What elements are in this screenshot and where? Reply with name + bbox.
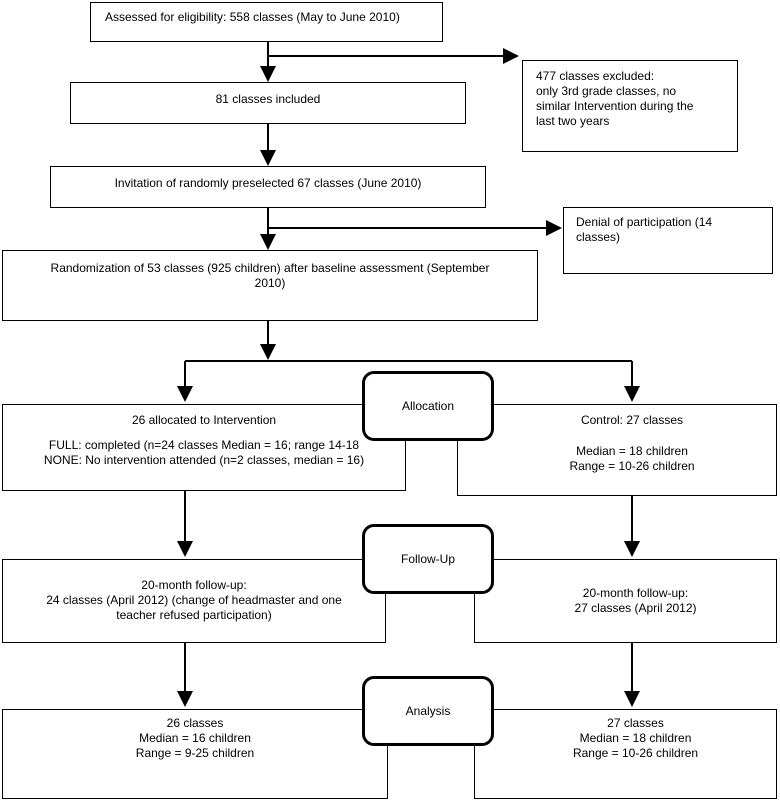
- analysis-right-line-3: Range = 10-26 children: [572, 746, 699, 760]
- analysis-left-line-3: Range = 9-25 children: [135, 746, 255, 760]
- followup-left-box: 20-month follow-up: 24 classes (April 20…: [2, 559, 386, 643]
- analysis-right-line-2: Median = 18 children: [579, 731, 692, 745]
- intervention-line-2: [3, 428, 405, 438]
- followup-right-box: 20-month follow-up: 27 classes (April 20…: [474, 559, 777, 643]
- analysis-label: Analysis: [362, 676, 494, 746]
- denial-box: Denial of participation (14 classes): [563, 207, 773, 274]
- assessed-text: Assessed for eligibility: 558 classes (M…: [105, 10, 400, 24]
- control-line-1: Control: 27 classes: [580, 413, 684, 427]
- followup-left-line-3: teacher refused participation): [116, 608, 272, 622]
- analysis-left-line-2: Median = 16 children: [139, 731, 251, 745]
- intervention-line-3: FULL: completed (n=24 classes Median = 1…: [48, 438, 360, 452]
- analysis-right-line-1: 27 classes: [607, 716, 664, 730]
- analysis-left-line-1: 26 classes: [166, 716, 224, 730]
- excluded-box: 477 classes excluded: only 3rd grade cla…: [522, 60, 738, 152]
- excluded-line-1: 477 classes excluded:: [536, 69, 655, 83]
- analysis-label-text: Analysis: [405, 704, 451, 718]
- control-line-3: Median = 18 children: [576, 444, 688, 458]
- allocation-label: Allocation: [362, 371, 494, 441]
- randomization-line-1: Randomization of 53 classes (925 childre…: [50, 261, 490, 275]
- invitation-box: Invitation of randomly preselected 67 cl…: [50, 166, 486, 208]
- control-line-4: Range = 10-26 children: [569, 459, 695, 473]
- invitation-text: Invitation of randomly preselected 67 cl…: [114, 176, 422, 190]
- followup-label: Follow-Up: [362, 524, 494, 594]
- followup-left-line-1: 20-month follow-up:: [141, 578, 247, 592]
- followup-right-line-2: 27 classes (April 2012): [574, 601, 697, 615]
- analysis-left-box: 26 classes Median = 16 children Range = …: [2, 709, 388, 799]
- analysis-right-box: 27 classes Median = 18 children Range = …: [474, 709, 777, 799]
- excluded-line-2: only 3rd grade classes, no: [536, 84, 677, 98]
- control-box: Control: 27 classes Median = 18 children…: [457, 404, 777, 496]
- included-text: 81 classes included: [215, 92, 321, 106]
- followup-right-line-1: 20-month follow-up:: [582, 586, 689, 600]
- control-line-2: [488, 428, 776, 444]
- included-box: 81 classes included: [70, 82, 466, 124]
- allocation-label-text: Allocation: [401, 399, 455, 413]
- excluded-line-3: similar Intervention during the: [536, 99, 694, 113]
- randomization-box: Randomization of 53 classes (925 childre…: [2, 250, 538, 321]
- randomization-line-2: 2010): [254, 276, 286, 290]
- denial-line-2: classes): [576, 230, 621, 244]
- assessed-box: Assessed for eligibility: 558 classes (M…: [90, 2, 443, 42]
- denial-line-1: Denial of participation (14: [576, 215, 713, 229]
- intervention-line-4: NONE: No intervention attended (n=2 clas…: [43, 453, 365, 467]
- followup-left-line-2: 24 classes (April 2012) (change of headm…: [46, 593, 342, 607]
- intervention-box: 26 allocated to Intervention FULL: compl…: [2, 404, 406, 491]
- excluded-line-4: last two years: [536, 114, 610, 128]
- followup-label-text: Follow-Up: [400, 552, 455, 566]
- intervention-line-1: 26 allocated to Intervention: [131, 413, 277, 427]
